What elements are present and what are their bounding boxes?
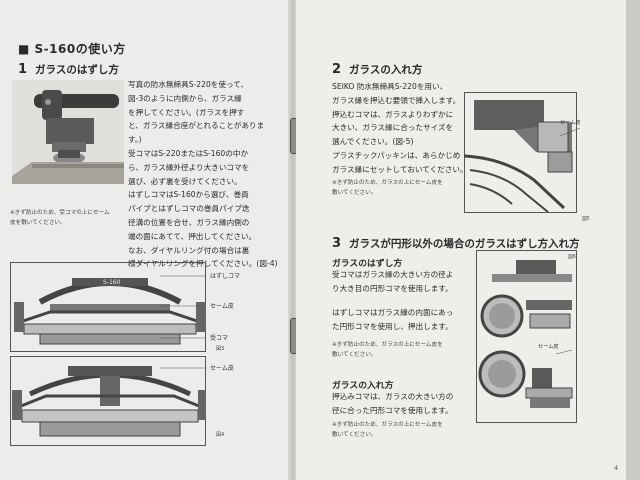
- section2-number: 2: [332, 62, 342, 77]
- section2-heading: 2 ガラスの入れ方: [332, 62, 422, 77]
- fig3-caption: 図3: [216, 346, 224, 352]
- left-page: ■ S-160の使い方 1 ガラスのはずし方 写真の防水無締具S-220を使って、…: [0, 0, 292, 480]
- section3-sub2-note: ※きず防止のため、ガラスの上にセーム皮を 敷いてください。: [332, 422, 443, 438]
- section3-heading: 3 ガラスが円形以外の場合のガラスはずし方入れ方: [332, 236, 580, 251]
- section1-heading: 1 ガラスのはずし方: [18, 62, 119, 77]
- section3-sub1-title: ガラスのはずし方: [332, 259, 403, 269]
- section3-sub2-title: ガラスの入れ方: [332, 381, 394, 391]
- section1-number: 1: [18, 62, 28, 77]
- fig4-label: セーム皮: [210, 364, 234, 372]
- figure-3: S-160 はずしコマ セーム皮 受コマ 図3: [10, 262, 272, 352]
- section1-note: ※きず防止のため、受コマの上にセーム 皮を敷いてください。: [10, 210, 110, 226]
- fig5-caption: 図5: [582, 216, 590, 222]
- fig6-label: セーム皮: [538, 342, 559, 350]
- header-square-icon: ■: [18, 42, 35, 56]
- fig3-label-top: S-160: [103, 279, 121, 286]
- section2-body: SEIKO 防水無締具S-220を用い、 ガラス縁を押込む要領で挿入します。 押…: [332, 82, 468, 174]
- figure-6: セーム皮 図6: [476, 250, 586, 430]
- fig6-caption: 図6: [568, 254, 576, 260]
- section3-sub2-body: 押込みコマは、ガラスの大きい方の 径に合った円形コマを使用します。: [332, 392, 454, 415]
- section1-title: ガラスのはずし方: [35, 64, 119, 76]
- section1-body: 写真の防水無締具S-220を使って、 図-3のように内側から、ガラス縁 を押して…: [128, 80, 278, 269]
- fig3-label-a: はずしコマ: [210, 272, 240, 280]
- page-number: 4: [614, 464, 619, 472]
- fig4-caption: 図4: [216, 432, 224, 438]
- book-spine: [288, 0, 298, 480]
- section3-sub1-note: ※きず防止のため、ガラスの上にセーム皮を 敷いてください。: [332, 342, 443, 358]
- fig3-label-b: セーム皮: [210, 302, 234, 310]
- right-page: 2 ガラスの入れ方 SEIKO 防水無締具S-220を用い、 ガラス縁を押込む要領…: [296, 0, 626, 480]
- page-header: ■ S-160の使い方: [18, 40, 126, 57]
- section3-number: 3: [332, 236, 342, 251]
- section2-note: ※きず防止のため、ガラスの上にセーム皮を 敷いてください。: [332, 180, 443, 196]
- fig5-label: セーム皮: [560, 118, 581, 126]
- fig3-label-c: 受コマ: [210, 334, 228, 342]
- figure-4: セーム皮 図4: [10, 356, 272, 446]
- header-text: S-160の使い方: [34, 42, 126, 56]
- section3-sub1-body-a: 受コマはガラス縁の大きい方の径よ り大き目の円形コマを使用します。: [332, 270, 454, 293]
- section2-title: ガラスの入れ方: [349, 64, 423, 76]
- figure-5: セーム皮 図5: [463, 92, 594, 224]
- section3-sub1-body-b: はずしコマはガラス縁の内面にあっ た円形コマを使用し、押出します。: [332, 308, 454, 331]
- tool-photo: [12, 80, 124, 184]
- section3-title: ガラスが円形以外の場合のガラスはずし方入れ方: [349, 238, 580, 250]
